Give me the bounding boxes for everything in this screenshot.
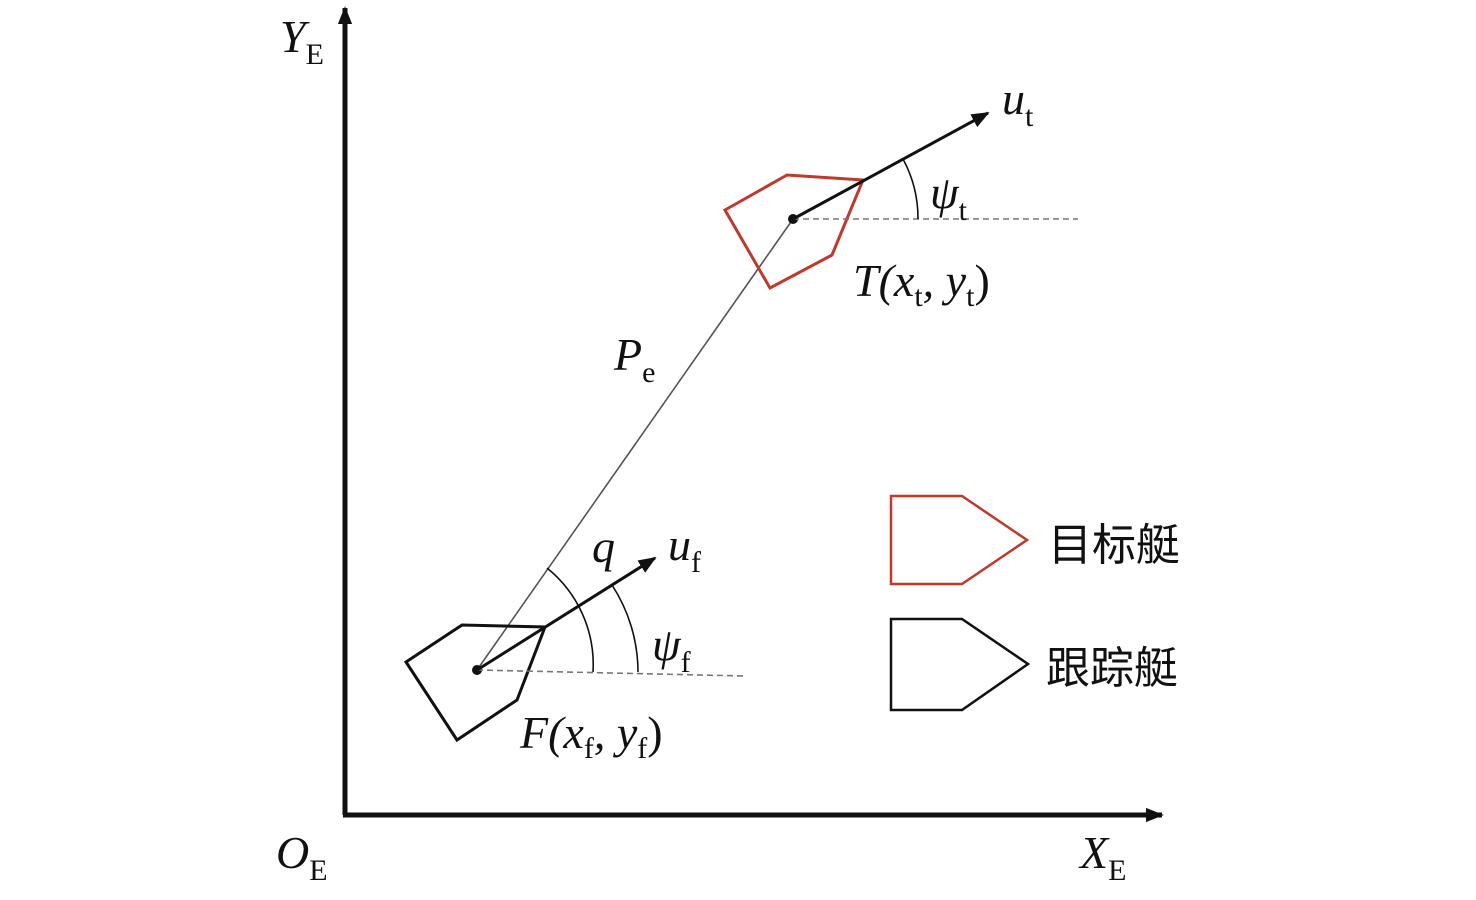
target-velocity-label: ut [1002,73,1034,133]
los-angle-label: q [592,521,615,572]
legend-target-boat-icon [889,494,1030,586]
target-position-label: T(xt, yt) [853,255,990,313]
legend-tracking-boat-icon [889,617,1031,712]
target-boat-shape [722,173,866,291]
target-velocity-vector [792,111,990,221]
legend-tracking-boat-label: 跟踪艇 [1046,643,1178,694]
follower-velocity-vector [476,556,657,672]
legend-target-boat-label: 目标艇 [1048,520,1180,571]
follower-heading-label: ψf [652,619,691,679]
target-heading-arc [902,158,919,220]
relative-distance-label: Pe [613,329,655,389]
follower-position-label: F(xf, yf) [519,707,663,765]
line-of-sight [476,218,794,671]
los-angle-arc [546,567,595,673]
follower-velocity-label: uf [668,519,701,579]
x-axis-label: XE [1078,827,1126,887]
origin-label: OE [276,827,328,887]
follower-heading-reference [476,669,746,677]
target-heading-label: ψt [930,167,968,227]
y-axis-label: YE [280,11,324,71]
follower-heading-arc [611,584,639,673]
follower-boat-shape [403,623,548,743]
